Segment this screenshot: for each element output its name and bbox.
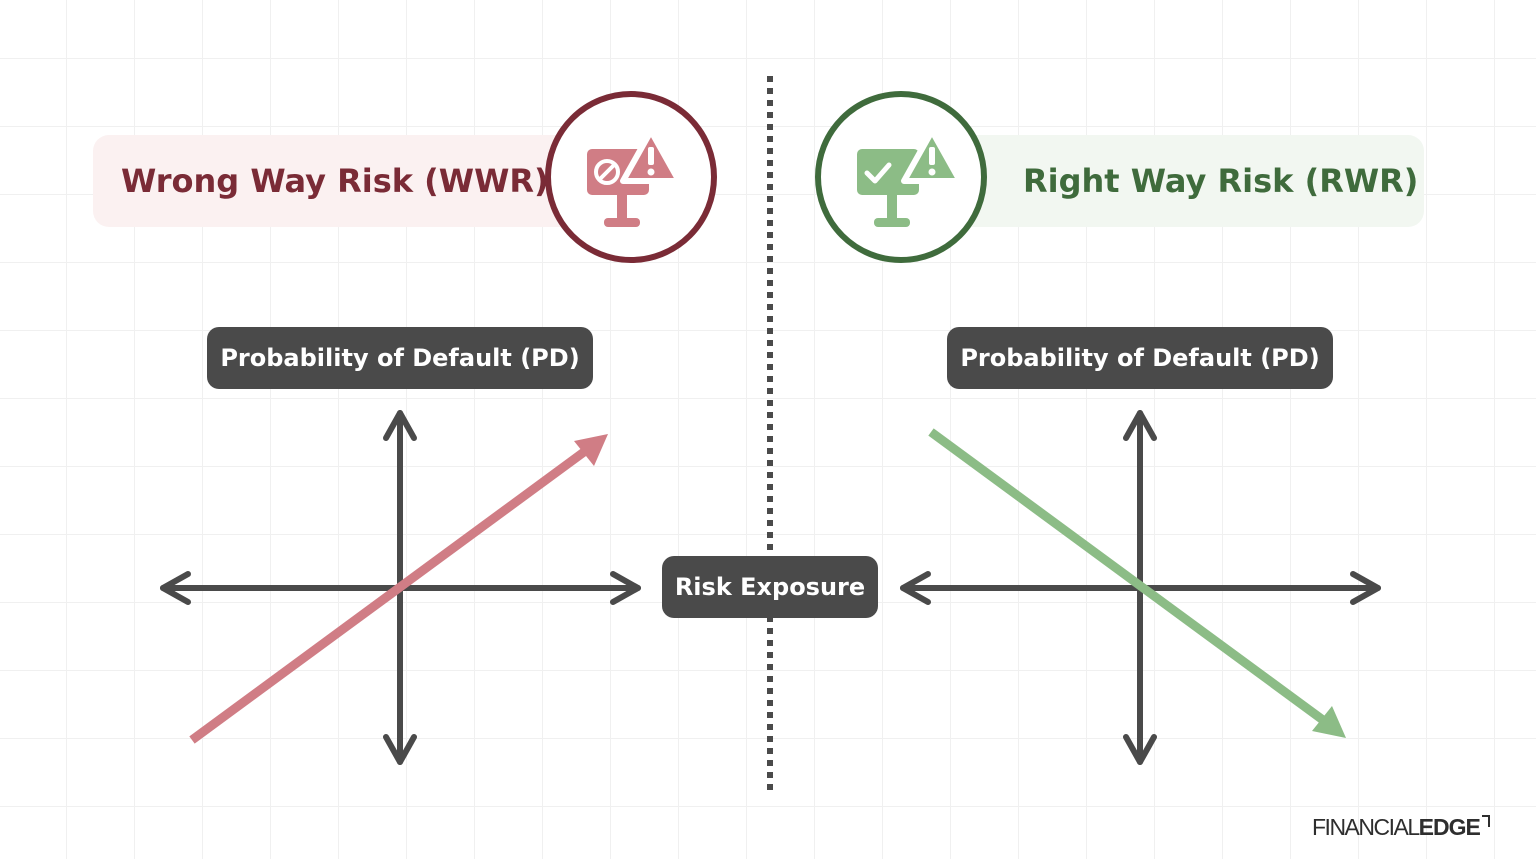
wrong-way-trend-arrowhead — [574, 434, 608, 466]
right-way-trend-arrowhead — [1312, 706, 1346, 738]
left-x-axis-right-arrowhead — [610, 571, 641, 605]
financial-edge-logo: FINANCIALEDGE — [1312, 812, 1490, 842]
monitor-check-warning-icon — [857, 128, 963, 227]
wrong-way-trend-line — [189, 445, 591, 744]
right-way-risk-badge — [815, 91, 987, 263]
wrong-way-risk-badge — [545, 91, 717, 263]
left-y-axis-down-arrowhead — [383, 734, 417, 765]
wrong-way-risk-banner: Wrong Way Risk (WWR) — [93, 135, 613, 227]
right-way-risk-banner: Right Way Risk (RWR) — [920, 135, 1424, 227]
right-x-axis-right-arrowhead — [1350, 571, 1381, 605]
right-way-trend-line — [928, 428, 1330, 727]
wrong-way-risk-title: Wrong Way Risk (WWR) — [121, 162, 549, 200]
brand-corner-mark-icon — [1481, 815, 1490, 827]
right-y-axis-down-arrowhead — [1123, 734, 1157, 765]
right-way-risk-title: Right Way Risk (RWR) — [1023, 162, 1419, 200]
left-y-axis-up-arrowhead — [383, 410, 417, 441]
risk-exposure-label: Risk Exposure — [662, 556, 878, 618]
right-probability-of-default-label: Probability of Default (PD) — [947, 327, 1333, 389]
left-probability-of-default-label: Probability of Default (PD) — [207, 327, 593, 389]
right-y-axis-up-arrowhead — [1123, 410, 1157, 441]
left-x-axis-left-arrowhead — [160, 571, 191, 605]
monitor-prohibited-warning-icon — [587, 128, 682, 227]
brand-part-edge: EDGE — [1418, 814, 1481, 840]
brand-part-financial: FINANCIAL — [1312, 814, 1420, 840]
right-x-axis-left-arrowhead — [900, 571, 931, 605]
